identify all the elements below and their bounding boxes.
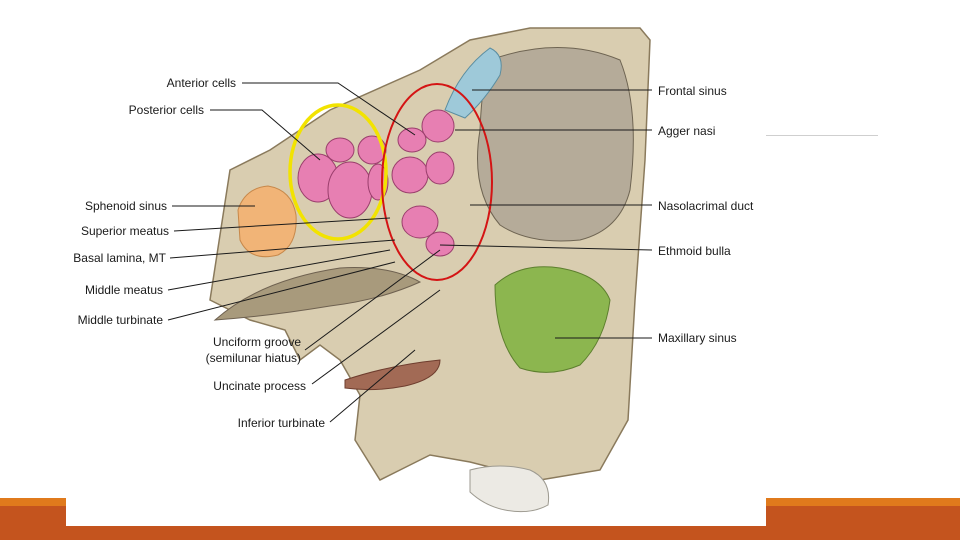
- label-anterior-cells: Anterior cells: [167, 76, 236, 90]
- anterior-cells-highlight: [381, 83, 493, 281]
- label-ethmoid-bulla: Ethmoid bulla: [658, 244, 731, 258]
- label-semilunar-hiatus: (semilunar hiatus): [206, 351, 301, 365]
- label-middle-meatus: Middle meatus: [85, 283, 163, 297]
- leader-posterior-cells: [210, 109, 321, 161]
- frontal-sinus-shape: [444, 47, 502, 119]
- inferior-turbinate-shape: [344, 359, 441, 391]
- leader-ethmoid-bulla: [439, 244, 653, 251]
- leader-inferior-turbinate: [329, 349, 416, 423]
- decorative-rule: [766, 135, 878, 136]
- middle-turbinate-shape: [213, 267, 422, 321]
- label-superior-meatus: Superior meatus: [81, 224, 169, 238]
- maxillary-sinus-shape: [494, 266, 611, 373]
- leader-unciform-groove: [304, 249, 441, 351]
- label-uncinate-process: Uncinate process: [213, 379, 306, 393]
- leader-uncinate-process: [311, 289, 441, 385]
- leader-middle-meatus: [167, 249, 391, 291]
- label-unciform-groove: Unciform groove: [213, 335, 301, 349]
- label-maxillary-sinus: Maxillary sinus: [658, 331, 737, 345]
- leader-anterior-cells: [242, 82, 416, 136]
- posterior-cells-highlight: [288, 103, 388, 241]
- label-middle-turbinate: Middle turbinate: [78, 313, 164, 327]
- leader-middle-turbinate: [167, 261, 396, 321]
- label-frontal-sinus: Frontal sinus: [658, 84, 727, 98]
- anterior-cells-shape: [391, 109, 455, 257]
- leader-basal-lamina: [169, 239, 396, 259]
- label-sphenoid-sinus: Sphenoid sinus: [85, 199, 167, 213]
- leader-superior-meatus: [173, 217, 391, 232]
- orbit: [477, 47, 634, 242]
- label-nasolacrimal-duct: Nasolacrimal duct: [658, 199, 754, 213]
- label-inferior-turbinate: Inferior turbinate: [238, 416, 326, 430]
- label-posterior-cells: Posterior cells: [129, 103, 204, 117]
- label-agger-nasi: Agger nasi: [658, 124, 715, 138]
- teeth: [469, 465, 550, 513]
- label-basal-lamina: Basal lamina, MT: [73, 251, 166, 265]
- sphenoid-sinus-shape: [237, 185, 297, 258]
